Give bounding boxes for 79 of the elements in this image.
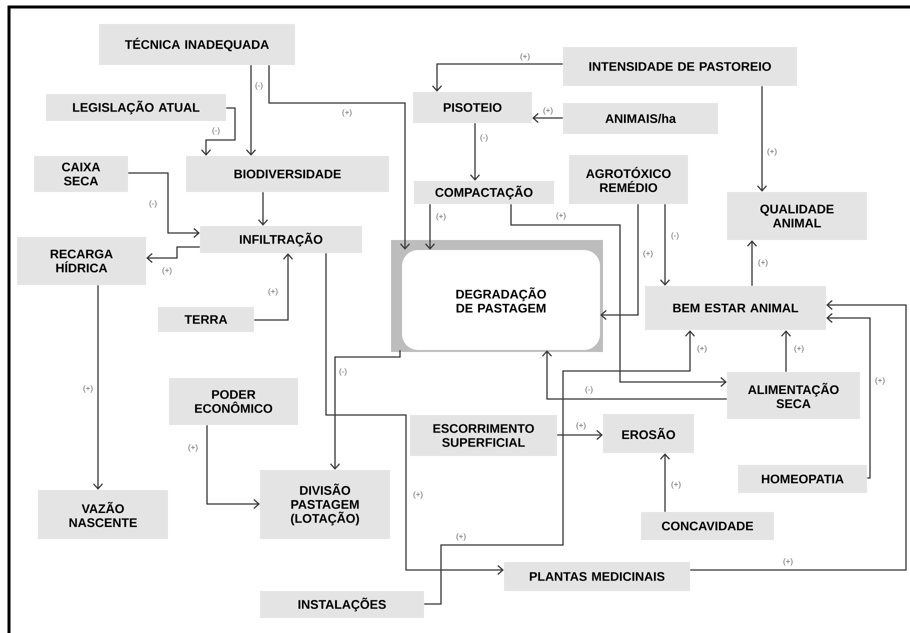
edge-label: (-) xyxy=(479,134,489,142)
arrow xyxy=(325,253,504,575)
arrow xyxy=(206,425,260,509)
arrow xyxy=(660,453,670,512)
arrow xyxy=(254,253,293,321)
edge-label: (-) xyxy=(670,232,680,240)
label-box: EROSÃO xyxy=(603,414,694,453)
label-box: ANIMAIS/ha xyxy=(563,103,718,134)
arrow xyxy=(690,300,907,571)
edge-label: (-) xyxy=(254,82,264,90)
label-box: COMPACTAÇÃO xyxy=(414,181,554,204)
arrow xyxy=(557,430,603,440)
label-box: PODER ECONÔMICO xyxy=(169,378,298,425)
arrow xyxy=(747,240,757,286)
arrow xyxy=(424,330,695,605)
edge-label: (-) xyxy=(211,126,221,136)
label-box: INTENSIDADE DE PASTOREIO xyxy=(563,47,797,86)
arrow xyxy=(146,246,200,263)
arrow xyxy=(268,65,410,250)
arrow xyxy=(246,65,256,156)
edge-label: (-) xyxy=(584,386,594,394)
label-box: PLANTAS MEDICINAIS xyxy=(504,562,690,591)
edge-label: (+) xyxy=(793,344,805,354)
edge-label: (+) xyxy=(187,444,199,452)
edge-label: (-) xyxy=(338,368,348,376)
arrow xyxy=(532,113,563,123)
arrow xyxy=(600,204,639,320)
label-box: AGROTÓXICO REMÉDIO xyxy=(569,155,688,204)
arrow xyxy=(258,192,268,226)
label-box: CAIXA SECA xyxy=(34,156,128,192)
edge-label: (+) xyxy=(267,288,279,296)
edge-label: (+) xyxy=(542,106,554,116)
label-box: VAZÃO NASCENTE xyxy=(38,490,168,539)
main-box: DEGRADAÇÃO DE PASTAGEM xyxy=(391,240,603,352)
edge-label: (+) xyxy=(82,384,94,394)
label-box: BEM ESTAR ANIMAL xyxy=(645,286,826,330)
label-box: LEGISLAÇÃO ATUAL xyxy=(46,94,226,121)
label-box: BIODIVERSIDADE xyxy=(186,156,389,192)
arrow xyxy=(425,204,435,250)
edge-label: (+) xyxy=(766,148,778,156)
label-box: QUALIDADE ANIMAL xyxy=(727,192,867,240)
edge-label: (+) xyxy=(555,212,567,220)
label-box: INSTALAÇÕES xyxy=(260,591,424,618)
arrow xyxy=(781,330,791,372)
edge-label: (+) xyxy=(341,108,353,118)
label-box: TERRA xyxy=(158,307,254,332)
edge-label: (-) xyxy=(148,200,158,208)
label-box: INFILTRAÇÃO xyxy=(200,226,362,253)
edge-label: (+) xyxy=(782,558,794,566)
arrow xyxy=(93,285,103,490)
label-box: HOMEOPATIA xyxy=(738,465,867,493)
edge-label: (+) xyxy=(670,480,682,490)
label-box: CONCAVIDADE xyxy=(641,512,774,540)
edge-label: (+) xyxy=(642,250,654,258)
edge-label: (+) xyxy=(874,376,886,386)
label-box: PISOTEIO xyxy=(413,92,532,123)
edge-label: (+) xyxy=(696,344,708,354)
arrow xyxy=(432,63,563,92)
edge-label: (+) xyxy=(161,266,173,276)
arrow xyxy=(826,313,871,479)
arrow xyxy=(510,204,727,387)
sign-label: (+) xyxy=(455,532,467,542)
arrow xyxy=(201,107,236,156)
arrow xyxy=(660,204,670,286)
arrow xyxy=(330,350,401,470)
edge-label: (+) xyxy=(519,52,531,62)
label-box: DIVISÃO PASTAGEM (LOTAÇÃO) xyxy=(260,470,390,539)
arrow xyxy=(470,123,480,181)
edge-label: (+) xyxy=(412,490,424,500)
arrow xyxy=(128,172,200,238)
arrow xyxy=(757,86,767,192)
edge-label: (+) xyxy=(757,258,769,268)
label-box: ESCORRIMENTO SUPERFICIAL xyxy=(410,415,557,456)
edge-label: (+) xyxy=(435,212,447,222)
label-box: RECARGA HÍDRICA xyxy=(17,237,146,285)
label-box: TÉCNICA INADEQUADA xyxy=(99,24,295,65)
label-box: ALIMENTAÇÃO SECA xyxy=(727,372,860,419)
arrow xyxy=(542,350,727,400)
edge-label: (+) xyxy=(575,422,587,430)
